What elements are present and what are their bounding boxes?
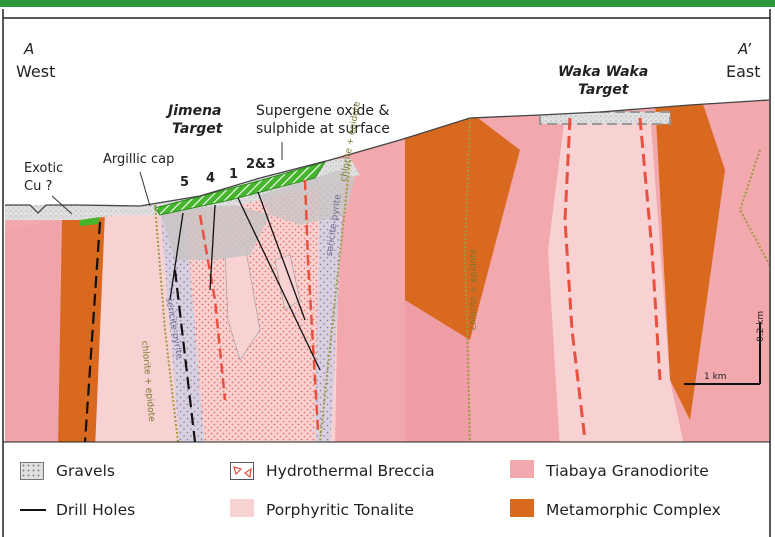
legend-breccia: Hydrothermal Breccia	[266, 462, 435, 480]
waka-target-line1: Waka Waka	[558, 63, 648, 81]
gravels-swatch	[20, 462, 44, 480]
drill-holes-swatch	[20, 509, 46, 511]
granodiorite-block-west	[5, 220, 60, 450]
vertical-scale-label: 0.2 km	[752, 311, 770, 342]
east-letter: A’	[738, 40, 751, 58]
drill-label-23: 2&3	[246, 156, 275, 174]
legend-metamorphic: Metamorphic Complex	[546, 501, 721, 519]
breccia-triangles-icon	[231, 463, 253, 479]
exotic-cu-label-line2: Cu ?	[24, 179, 52, 195]
jimena-target-line1: Jimena	[168, 102, 222, 120]
metamorphic-swatch	[510, 499, 534, 517]
drill-label-5: 5	[180, 174, 189, 192]
legend-granodiorite: Tiabaya Granodiorite	[546, 462, 709, 480]
legend-tonalite: Porphyritic Tonalite	[266, 501, 414, 519]
drill-label-1: 1	[229, 166, 238, 184]
alteration-label-chlorite-center: chlorite + epidote	[465, 249, 483, 330]
granodiorite-swatch	[510, 460, 534, 478]
supergene-label-line2: sulphide at surface	[256, 121, 390, 137]
breccia-swatch	[230, 462, 254, 480]
argillic-leader	[140, 172, 150, 206]
argillic-cap-label: Argillic cap	[103, 152, 174, 168]
legend-gravels: Gravels	[56, 462, 115, 480]
exotic-cu-label-line1: Exotic	[24, 161, 63, 177]
supergene-label-line1: Supergene oxide &	[256, 103, 389, 119]
tonalite-swatch	[230, 499, 254, 517]
east-label: East	[726, 63, 761, 81]
jimena-target-line2: Target	[172, 120, 222, 138]
drill-label-4: 4	[206, 170, 215, 188]
west-letter: A	[24, 40, 34, 58]
west-label: West	[16, 63, 55, 81]
legend-drill-holes: Drill Holes	[56, 501, 135, 519]
horizontal-scale-label: 1 km	[704, 368, 727, 386]
waka-target-line2: Target	[578, 81, 628, 99]
